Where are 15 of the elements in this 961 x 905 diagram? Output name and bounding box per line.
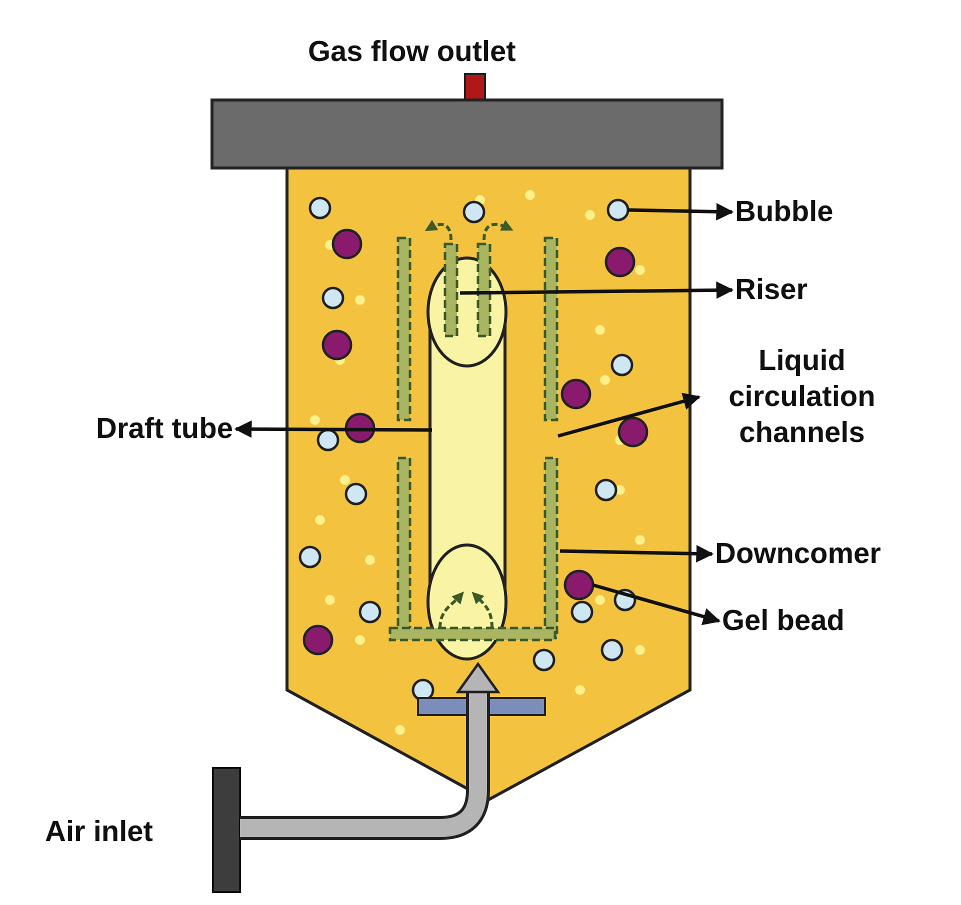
- part-label: Downcomer: [715, 536, 881, 572]
- part-label: Gel bead: [722, 603, 844, 639]
- part-label: Draft tube: [96, 411, 233, 447]
- part-label: Riser: [735, 272, 808, 308]
- leader-line: [560, 544, 714, 562]
- part-label: Bubble: [735, 194, 834, 230]
- part-label: Air inlet: [45, 815, 153, 850]
- leader-line: [558, 392, 701, 438]
- part-label: Gas flow outlet: [308, 35, 516, 70]
- leader-line: [592, 583, 721, 626]
- leader-line: [628, 202, 734, 220]
- bubble: [606, 198, 630, 222]
- leader-line: [460, 281, 734, 299]
- part-label: Liquid circulation channels: [702, 343, 902, 451]
- leader-line: [234, 420, 432, 438]
